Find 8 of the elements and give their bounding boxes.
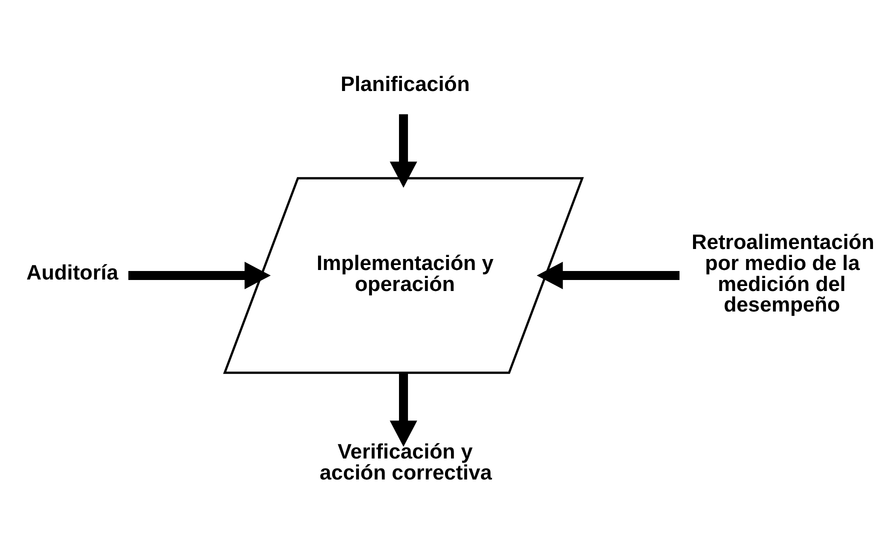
arrow [390,114,418,188]
node-text: Planificación [340,72,470,96]
node-text: Auditoría [26,261,118,284]
node-text: Verificación y acción correctiva [320,440,492,484]
node-text: Retroalimentación por medio de la medición del desempeño [692,230,874,316]
arrow [390,372,418,446]
arrow [536,261,680,289]
arrow [128,261,271,289]
